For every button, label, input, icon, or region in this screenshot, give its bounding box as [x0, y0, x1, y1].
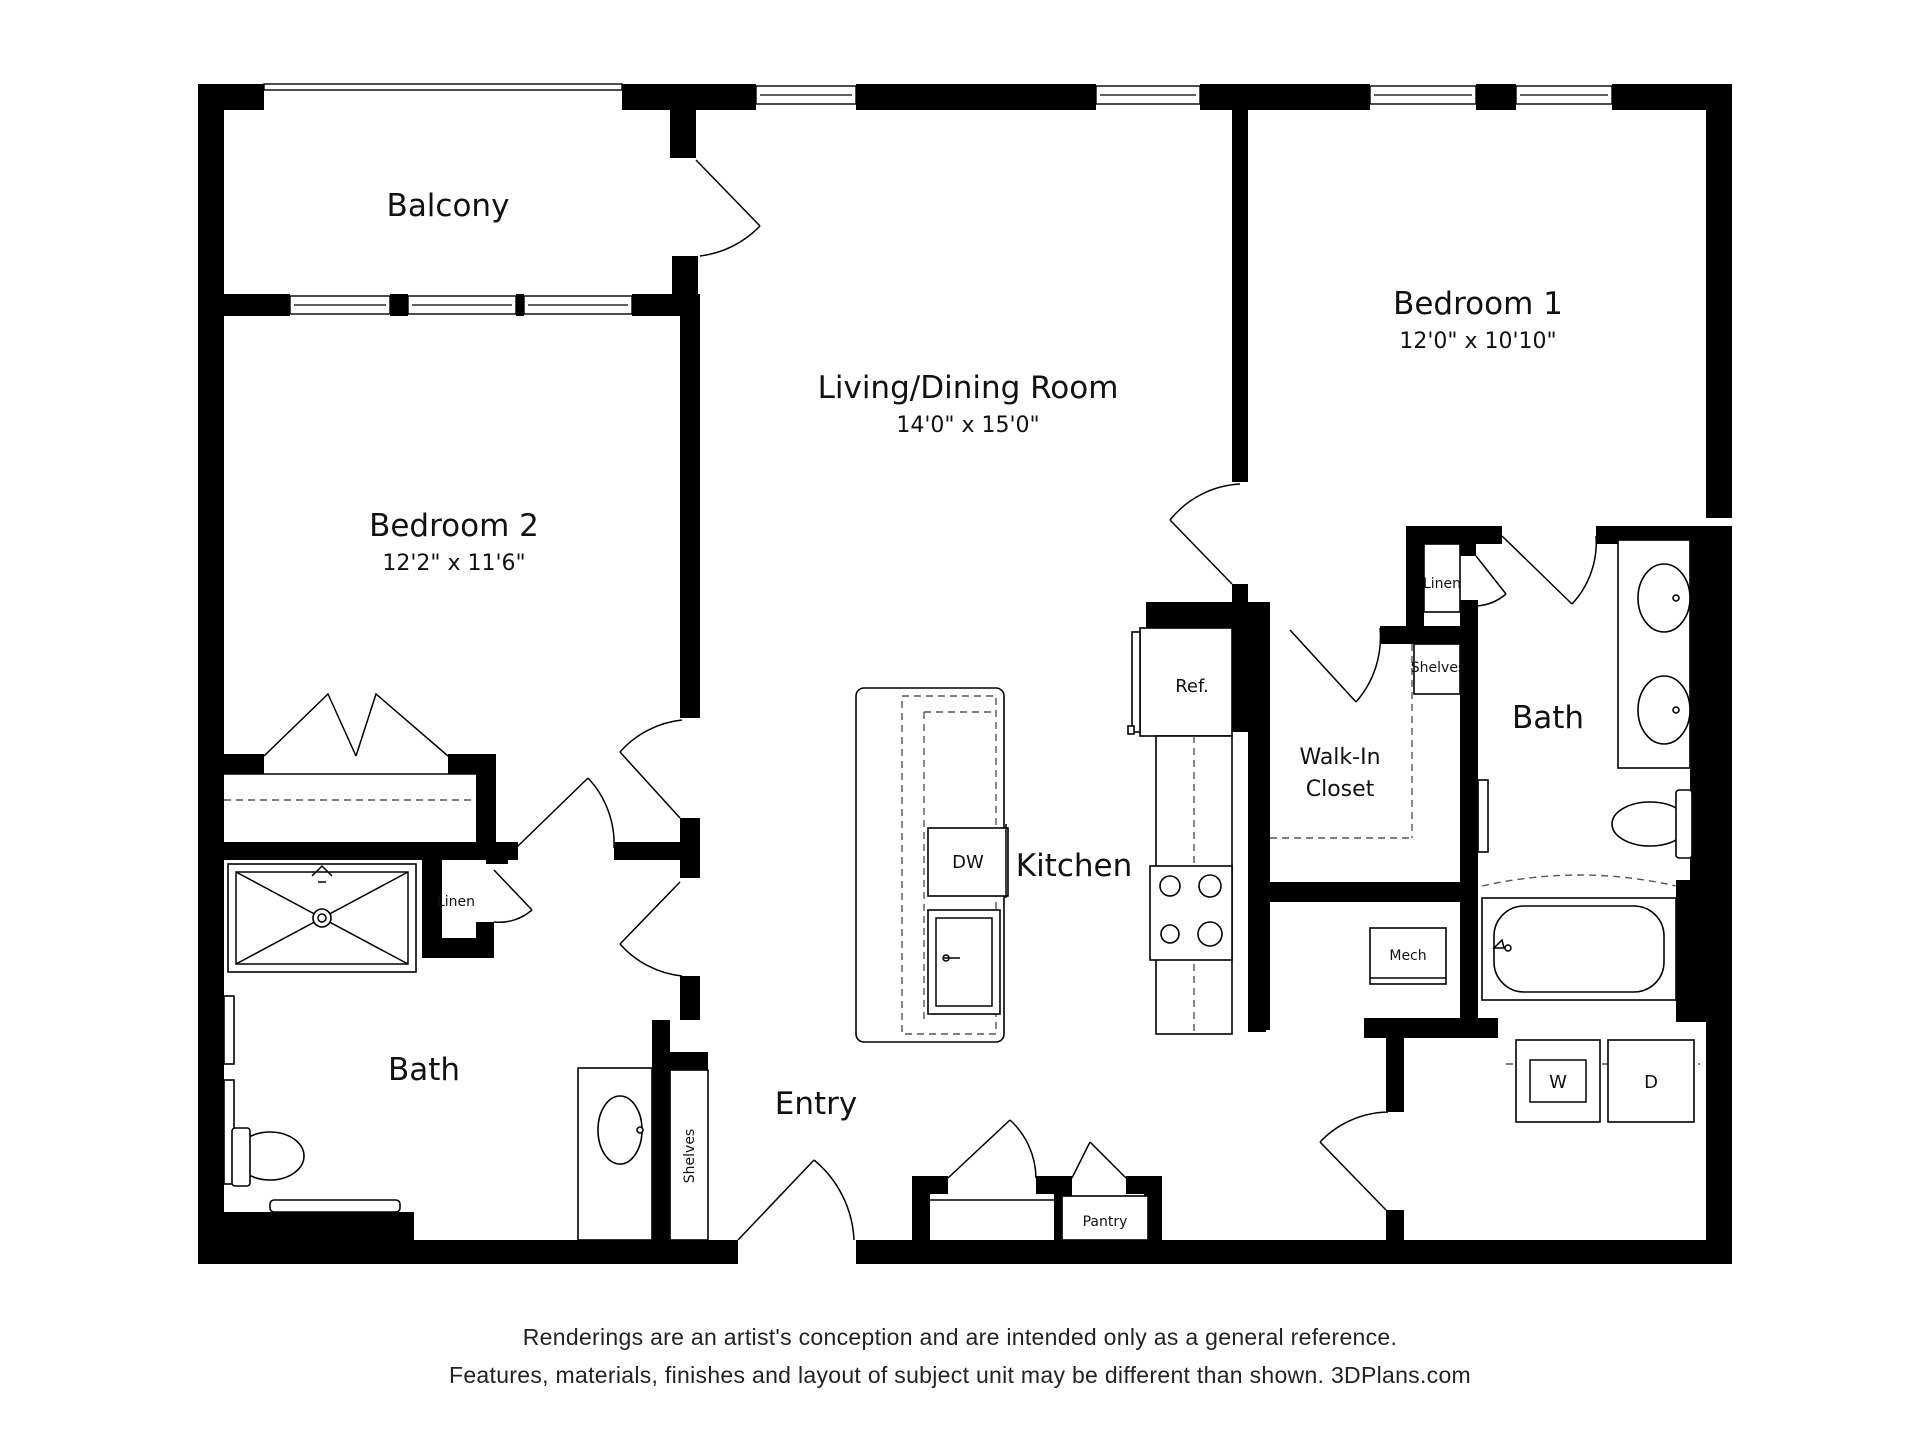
interior-walls	[224, 110, 1732, 1240]
fixtures	[223, 539, 1700, 1241]
doors[interactable]	[263, 159, 1597, 1241]
bedroom1-label: Bedroom 1	[1393, 286, 1563, 322]
shelves-top-label: Shelves	[1411, 660, 1465, 676]
bedroom1-dims: 12'0" x 10'10"	[1399, 329, 1556, 354]
dishwasher-label: DW	[952, 852, 984, 873]
shelves-bottom-label: Shelves	[682, 1129, 698, 1183]
room-labels: Balcony Living/Dining Room 14'0" x 15'0"…	[369, 188, 1584, 1122]
disclaimer: Renderings are an artist's conception an…	[0, 1318, 1920, 1394]
bedroom2-label: Bedroom 2	[369, 508, 539, 544]
mech-label: Mech	[1389, 948, 1426, 964]
disclaimer-line-1: Renderings are an artist's conception an…	[522, 1324, 1398, 1350]
fixture-labels: Ref. DW Linen Linen Shelves Shelves Mech…	[437, 576, 1658, 1230]
entry-label: Entry	[775, 1086, 857, 1122]
refrigerator-label: Ref.	[1175, 676, 1209, 697]
balcony-label: Balcony	[387, 188, 510, 224]
exterior-walls	[198, 84, 1732, 1264]
living-room-label: Living/Dining Room	[818, 370, 1119, 406]
linen-top-label: Linen	[1423, 576, 1461, 592]
washer-label: W	[1549, 1072, 1567, 1093]
linen-bottom-label: Linen	[437, 894, 475, 910]
pantry-label: Pantry	[1083, 1214, 1128, 1230]
bath2-label: Bath	[388, 1052, 460, 1088]
windows	[263, 83, 1613, 315]
dryer-label: D	[1644, 1072, 1658, 1093]
living-room-dims: 14'0" x 15'0"	[896, 413, 1039, 438]
kitchen-label: Kitchen	[1016, 848, 1133, 884]
bath1-label: Bath	[1512, 700, 1584, 736]
bedroom2-dims: 12'2" x 11'6"	[382, 551, 525, 576]
walk-in-closet-label-1: Walk-In	[1299, 745, 1380, 770]
walk-in-closet-label-2: Closet	[1306, 777, 1375, 802]
disclaimer-line-2: Features, materials, finishes and layout…	[448, 1362, 1472, 1388]
